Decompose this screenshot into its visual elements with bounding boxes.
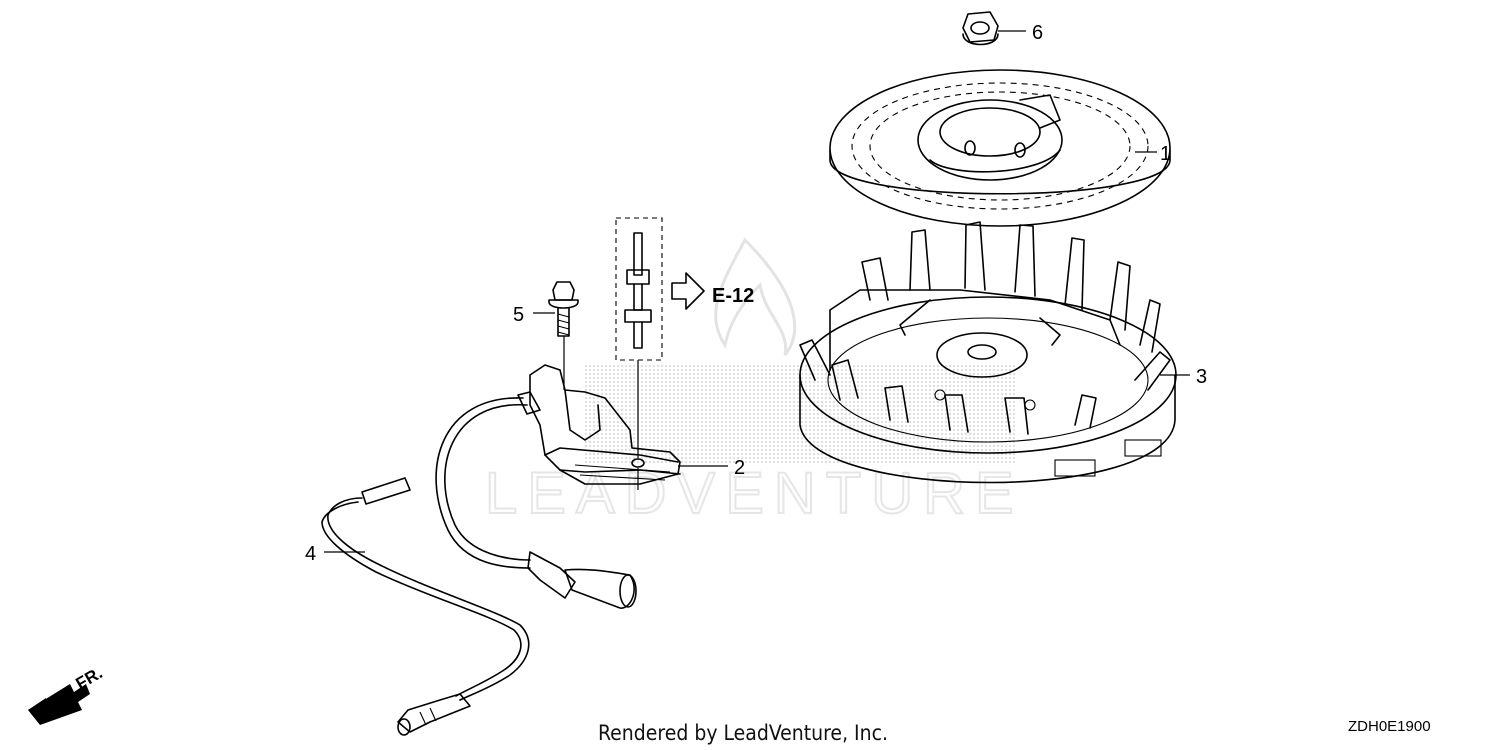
recoil-starter-pulley-icon [829,69,1171,227]
leader-lines [324,30,1190,553]
callout-1: 1 [1160,143,1171,165]
reference-arrow-icon [671,272,705,310]
credit-text: Rendered by LeadVenture, Inc. [598,721,888,745]
diagram-code: ZDH0E1900 [1348,718,1431,735]
flange-bolt-icon [548,281,579,337]
watermark: LEADVENTURE [484,237,1015,527]
front-direction-arrow-icon [28,684,90,725]
spark-plug-cap-icon [435,391,637,609]
callout-2: 2 [734,457,745,479]
callout-6: 6 [1032,22,1043,44]
stop-switch-wire-icon [321,477,530,736]
stud-bolt-group [615,217,663,361]
reference-label: E-12 [712,285,754,307]
front-direction-label: FR. [73,663,106,693]
flange-nut-icon [962,11,999,46]
callout-3: 3 [1196,366,1207,388]
callout-4: 4 [305,543,316,565]
callout-5: 5 [513,304,524,326]
